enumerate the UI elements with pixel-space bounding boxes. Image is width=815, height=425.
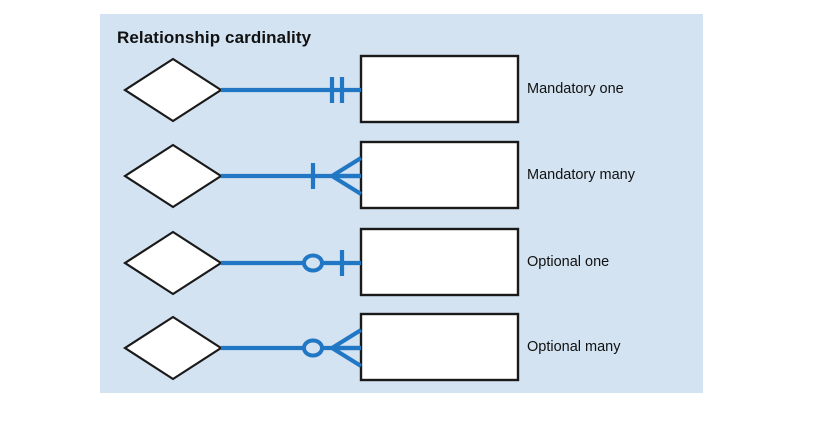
relationship-diamond [122, 315, 224, 381]
relationship-diamond [122, 57, 224, 123]
crowsfoot-icon [330, 156, 363, 196]
entity-rectangle [359, 140, 520, 210]
cardinality-row-optional-many: Optional many [100, 303, 703, 393]
cardinality-notation-mandatory-one [122, 54, 520, 124]
optional-circle-icon [302, 338, 324, 358]
cardinality-row-optional-one: Optional one [100, 218, 703, 308]
cardinality-row-mandatory-many: Mandatory many [100, 131, 703, 221]
entity-rectangle [359, 227, 520, 297]
cardinality-label-optional-one: Optional one [527, 254, 610, 270]
relationship-diamond [122, 143, 224, 209]
optional-circle-icon [302, 253, 324, 273]
cardinality-label-mandatory-one: Mandatory one [527, 81, 624, 97]
entity-rectangle [359, 54, 520, 124]
relationship-diamond [122, 230, 224, 296]
cardinality-notation-mandatory-many [122, 140, 520, 210]
relationship-cardinality-panel: Relationship cardinality Mandatory one [100, 14, 703, 393]
crowsfoot-icon [330, 328, 363, 368]
cardinality-label-optional-many: Optional many [527, 339, 621, 355]
entity-rectangle [359, 312, 520, 382]
page-title: Relationship cardinality [117, 28, 312, 47]
cardinality-label-mandatory-many: Mandatory many [527, 167, 635, 183]
cardinality-notation-optional-many [122, 312, 520, 382]
cardinality-notation-optional-one [122, 227, 520, 297]
cardinality-row-mandatory-one: Mandatory one [100, 45, 703, 135]
